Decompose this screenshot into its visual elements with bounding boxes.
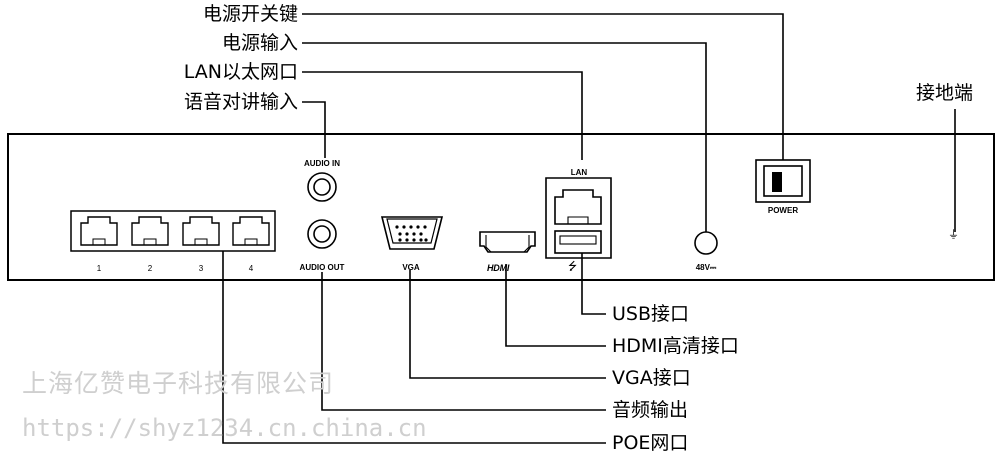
poe-port-number-2: 2 (147, 264, 153, 273)
callout-vga: VGA接口 (612, 367, 691, 389)
label-vga: VGA (402, 263, 420, 272)
callout-ground: 接地端 (916, 82, 974, 104)
audio-out-jack (307, 219, 337, 249)
callout-power-switch: 电源开关键 (202, 3, 298, 25)
leader-power-input (302, 42, 707, 232)
hdmi-connector (479, 231, 536, 253)
label-audio-in: AUDIO IN (304, 159, 340, 168)
label-dc-input: 48V⎓ (695, 263, 717, 272)
leader-poe (222, 251, 606, 444)
leader-vga (409, 270, 606, 379)
leader-audio-out (321, 272, 606, 411)
callout-leaders (222, 13, 956, 444)
usb-port (554, 230, 602, 254)
poe-port-number-1: 1 (96, 264, 102, 273)
label-lan: LAN (570, 168, 588, 177)
leader-hdmi (505, 264, 606, 347)
watermark-company: 上海亿赞电子科技有限公司 (22, 369, 335, 398)
label-power: POWER (767, 206, 799, 215)
ground-icon: ⏚ (948, 228, 959, 241)
audio-in-jack (307, 172, 337, 202)
poe-port-number-4: 4 (248, 264, 254, 273)
leader-audio-input (302, 101, 326, 158)
poe-port-number-3: 3 (198, 264, 204, 273)
usb-icon: ⭍ (568, 260, 578, 273)
callout-usb: USB接口 (612, 303, 690, 325)
device-chassis (7, 133, 995, 281)
leader-usb (581, 253, 606, 315)
poe-port-2 (131, 216, 169, 246)
lan-port (545, 177, 612, 259)
vga-connector (380, 216, 444, 250)
leader-lan-port (302, 71, 583, 160)
leader-power-switch (302, 13, 784, 160)
callout-audio-input: 语音对讲输入 (183, 91, 298, 113)
callout-poe: POE网口 (612, 432, 689, 454)
poe-port-4 (232, 216, 270, 246)
poe-port-3 (182, 216, 220, 246)
callout-hdmi: HDMI高清接口 (612, 335, 739, 357)
callout-lan-port: LAN以太网口 (183, 61, 298, 83)
callout-audio-out: 音频输出 (612, 399, 689, 421)
poe-port-1 (80, 216, 118, 246)
poe-ports-group (70, 210, 276, 252)
watermark-url: https://shyz1234.cn.china.cn (22, 414, 427, 442)
label-audio-out: AUDIO OUT (299, 263, 345, 272)
callout-power-input: 电源输入 (221, 32, 298, 54)
hdmi-logo: HDMI (487, 263, 510, 273)
